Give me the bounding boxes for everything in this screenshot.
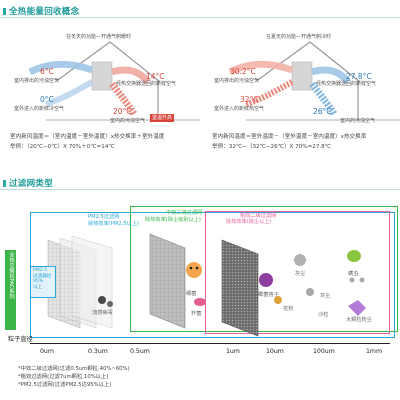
filter-panels-svg bbox=[47, 233, 366, 337]
tick-0.3um: 0.3um bbox=[88, 348, 108, 355]
winter-in-room-note: 室内的污浊空气 bbox=[110, 118, 146, 124]
tick-100um: 100um bbox=[313, 348, 335, 355]
summer-formula-2: 举例：32℃−（32℃−26℃）X 70%=27.8℃ bbox=[212, 144, 332, 150]
pm-callout: PM2.5 过滤器达 95% 以上 bbox=[30, 266, 56, 298]
winter-out-hot-note: 室内排出的污浊空气 bbox=[14, 78, 60, 84]
side-label-box: 全热交换机PAC系列 bbox=[5, 250, 16, 330]
section-title: 过滤网类型 bbox=[9, 179, 54, 189]
tick-1mm: 1mm bbox=[366, 348, 382, 355]
pm-filter-title: PM2.5过滤网 bbox=[88, 214, 120, 220]
summer-in-room: 26°C bbox=[313, 107, 332, 116]
winter-in-fresh: 14°C bbox=[146, 72, 165, 81]
winter-diagram: 在冬天的功能—开通气制暖时 6°C 室内排出的污浊空气 14°C 经热交换器送回… bbox=[0, 22, 200, 132]
summer-out-hot: 30.2°C bbox=[230, 67, 256, 76]
label-pollen: 花粉 bbox=[283, 306, 294, 312]
pollutant-icons bbox=[98, 250, 366, 316]
mid-filter-panel bbox=[149, 233, 186, 329]
section-marker bbox=[3, 180, 6, 187]
label-mold-spores: 霉菌孢子 bbox=[258, 292, 279, 298]
summer-heading: 在夏天的功能—开通气制冷时 bbox=[266, 34, 332, 40]
winter-out-hot: 6°C bbox=[40, 67, 54, 76]
tick-1um: 1um bbox=[226, 348, 240, 355]
label-virus: 流感病毒 bbox=[92, 310, 113, 316]
coarse-filter-panel bbox=[221, 239, 259, 337]
section-title: 全热能量回收概念 bbox=[9, 7, 80, 17]
mid-filter-frame bbox=[130, 206, 398, 332]
axis-line bbox=[30, 343, 390, 345]
summer-in-room-note: 室内的污浊空气 bbox=[340, 118, 376, 124]
pm-filter-sub: 除热效率(PM2.5以上) bbox=[88, 221, 140, 227]
winter-formula-1: 室内新风温度＝（室内温度－室外温度）x热交换率＋室外温度 bbox=[10, 134, 165, 140]
mid-filter-title: 中效二级过滤网 bbox=[166, 210, 203, 216]
summer-out-cold: 32°C bbox=[240, 95, 259, 104]
tick-0.5um: 0.5um bbox=[130, 348, 150, 355]
low-filter-sub: 除热效率(除尘以上) bbox=[226, 219, 272, 225]
winter-out-cold-note: 室外进入的新鲜冷空气 bbox=[14, 106, 65, 112]
axis-label: 粒子直径 bbox=[8, 336, 33, 343]
section-header-filter-types: 过滤网类型 bbox=[0, 176, 400, 190]
section-header-heat-recovery: 全热能量回收概念 bbox=[0, 4, 400, 18]
summer-out-hot-note: 室内排出的污浊空气 bbox=[214, 78, 260, 84]
label-sand: 沙粒 bbox=[318, 312, 329, 318]
label-bacteria: 细菌 bbox=[186, 291, 197, 297]
section-marker bbox=[3, 8, 6, 15]
section-divider bbox=[0, 17, 400, 18]
note-coarse-filter: *粗效过滤网(过滤7um颗粒,10%以上) bbox=[18, 374, 109, 380]
label-mite: 螨虫 bbox=[348, 271, 359, 277]
summer-house-svg bbox=[228, 41, 400, 121]
winter-house-svg bbox=[28, 41, 200, 121]
label-dust: 灰尘 bbox=[295, 271, 306, 277]
summer-diagram: 在夏天的功能—开通气制冷时 30.2°C 室内排出的污浊空气 27.8°C 经热… bbox=[200, 22, 400, 132]
summer-out-cold-note: 室外进入的新鲜热空气 bbox=[214, 106, 265, 112]
low-filter-title: 粗效二级过滤网 bbox=[240, 213, 277, 219]
low-filter-frame bbox=[205, 211, 390, 334]
side-label: 全热交换机PAC系列 bbox=[8, 252, 14, 300]
section-divider bbox=[0, 189, 400, 190]
winter-tag: 室温升高 bbox=[150, 114, 175, 122]
pm-callout-text: PM2.5 过滤器达 95% 以上 bbox=[33, 268, 52, 290]
mid-filter-sub: 除热效率(除尘级别以上) bbox=[145, 217, 201, 223]
label-big-dust: 大颗粒粉尘 bbox=[346, 317, 372, 323]
tick-0um: 0um bbox=[40, 348, 54, 355]
winter-formula-2: 举例：（20℃−0℃）X 70%＋0℃=14℃ bbox=[10, 144, 115, 150]
note-pm-filter: *PM2.5过滤网(过滤PM2.5达95%以上) bbox=[18, 382, 112, 388]
winter-out-cold: 0°C bbox=[40, 95, 54, 104]
winter-in-room: 20°C bbox=[113, 107, 132, 116]
note-mid-filter: *中效二级过滤网(过滤0.5um颗粒,40%~60%) bbox=[18, 366, 130, 372]
tick-10um: 10um bbox=[266, 348, 284, 355]
pm-filter-stack bbox=[47, 235, 113, 329]
summer-in-fresh: 27.8°C bbox=[346, 72, 372, 81]
summer-formula-1: 室内新风温度＝室外温度－（室外温度－室内温度）x热交换率 bbox=[212, 134, 367, 140]
summer-in-fresh-note: 经热交换器送回的新鲜空气 bbox=[316, 81, 377, 87]
winter-heading: 在冬天的功能—开通气制暖时 bbox=[66, 34, 132, 40]
label-ash: 灰尘 bbox=[320, 293, 331, 299]
winter-in-fresh-note: 经热交换器送回的新鲜空气 bbox=[116, 81, 177, 87]
label-fungus: 杆菌 bbox=[191, 311, 202, 317]
